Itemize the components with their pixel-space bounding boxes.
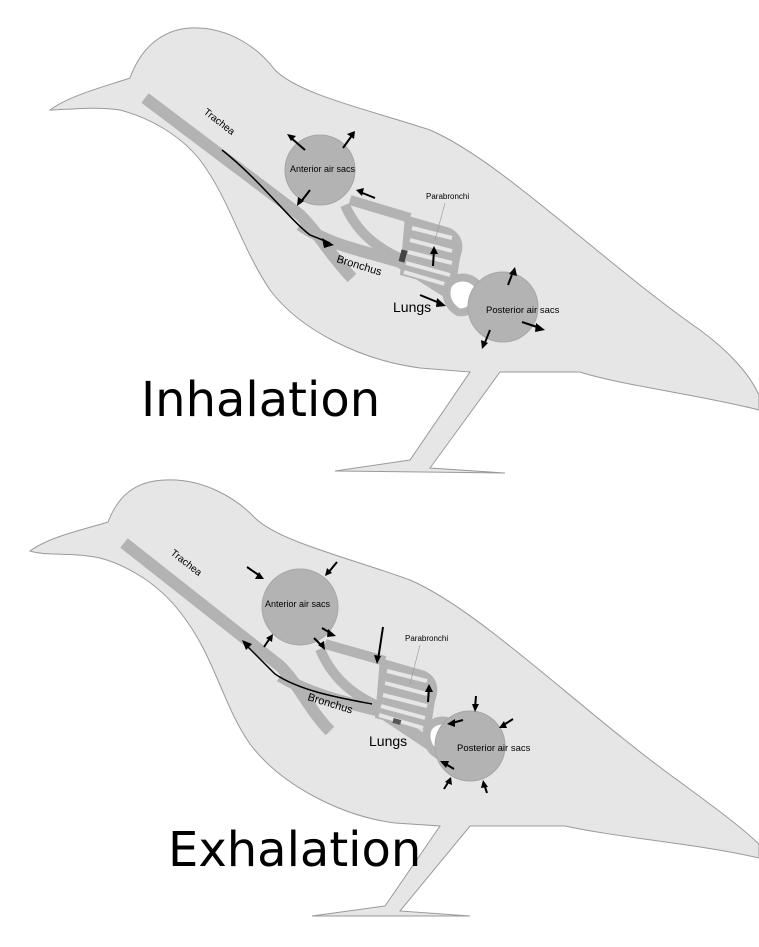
trachea-tube [120, 538, 335, 736]
inhale-flow-line [221, 149, 331, 244]
inhalation-bird-diagram: Trachea Bronchus Lungs Parabronchi Anter… [48, 27, 759, 474]
exhale-flow-line [244, 643, 373, 705]
posterior-air-sac [467, 271, 539, 343]
posterior-air-sacs-label: Posterior air sacs [486, 305, 560, 316]
anterior-air-sac [261, 568, 339, 646]
anterior-air-sacs-label: Anterior air sacs [290, 164, 356, 174]
parabronchi-leader-line [409, 644, 421, 685]
lungs-label: Lungs [369, 733, 407, 749]
exhalation-title: Exhalation [168, 822, 422, 878]
exhalation-bird-diagram: Trachea Bronchus Lungs Parabronchi Anter… [28, 479, 759, 917]
inhalation-panel: Trachea Bronchus Lungs Parabronchi Anter… [48, 27, 759, 474]
parabronchi-label: Parabronchi [426, 192, 469, 201]
parabronchi-leader-line [434, 202, 446, 241]
exhalation-panel: Trachea Bronchus Lungs Parabronchi Anter… [0, 466, 759, 940]
anterior-air-sacs-label: Anterior air sacs [265, 599, 331, 609]
flow-arrowhead-icon [322, 238, 334, 248]
flow-arrowhead-icon [242, 640, 252, 650]
posterior-air-sacs-label: Posterior air sacs [457, 743, 531, 754]
lungs-label: Lungs [393, 299, 431, 315]
parabronchi-block [375, 658, 438, 732]
compression-arrows [246, 561, 514, 794]
parabronchi-label: Parabronchi [405, 634, 448, 643]
anterior-air-sac [284, 134, 356, 206]
expansion-arrows [287, 131, 545, 349]
posterior-air-sac [434, 710, 506, 782]
inhalation-title: Inhalation [141, 372, 381, 428]
